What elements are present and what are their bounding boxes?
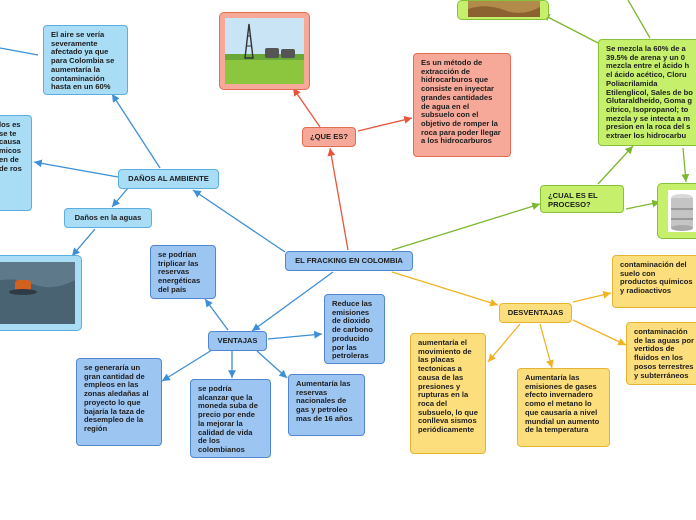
desventaja-gases-text: Aumentaría las emisiones de gases efecto… (525, 373, 600, 435)
link-desv-aguas (572, 319, 627, 346)
que-es-node[interactable]: ¿QUE ES? (302, 127, 356, 147)
desventaja-gases[interactable]: Aumentaría las emisiones de gases efecto… (517, 368, 610, 447)
ventaja-energeticas[interactable]: se podrían triplicar las reservas energé… (150, 245, 216, 299)
link-danos-aguas (111, 187, 129, 208)
barrel-image (657, 183, 696, 239)
oil-rig-icon (225, 18, 304, 84)
root-label: EL FRACKING EN COLOMBIA (295, 255, 403, 265)
link-root-proceso (391, 202, 541, 251)
ventajas-node[interactable]: VENTAJAS (208, 331, 267, 351)
ventaja-reservas-text: Aumentaría las reservas nacionales de ga… (296, 379, 353, 423)
link-text-topimage (541, 13, 601, 45)
danos-node[interactable]: DAÑOS AL AMBIENTE (118, 169, 219, 189)
sand-icon (468, 1, 540, 17)
link-desv-placas (487, 323, 521, 363)
ventaja-empleos[interactable]: se generaría un gran cantidad de empleos… (76, 358, 162, 446)
link-danos-left (33, 159, 119, 178)
ventaja-moneda[interactable]: se podría alcanzar que la moneda suba de… (190, 379, 271, 458)
ventaja-moneda-text: se podría alcanzar que la moneda suba de… (198, 384, 258, 454)
polluted-water-image (0, 255, 82, 331)
link-desv-gases (539, 323, 554, 369)
ventajas-label: VENTAJAS (217, 335, 258, 345)
danos-aguas-node[interactable]: Daños en la aguas (64, 208, 152, 228)
link-ventajas-reservas (256, 350, 288, 379)
link-proceso-text (597, 145, 634, 185)
ventaja-empleos-text: se generaría un gran cantidad de empleos… (84, 363, 149, 433)
desventajas-node[interactable]: DESVENTAJAS (499, 303, 572, 323)
desventajas-label: DESVENTAJAS (507, 307, 564, 317)
desventaja-suelo[interactable]: contaminación del suelo con productos qu… (612, 255, 696, 308)
que-es-label: ¿QUE ES? (310, 131, 348, 141)
root-node[interactable]: EL FRACKING EN COLOMBIA (285, 251, 413, 271)
chemical-barrel-icon (668, 190, 696, 232)
link-quees-text (357, 116, 413, 132)
proceso-text-node[interactable]: Se mezcla la 60% de a 39.5% de arena y u… (598, 39, 696, 146)
link-ventajas-empleos (161, 349, 213, 382)
link-text-barrel (681, 147, 690, 183)
oil-spill-icon (0, 262, 75, 324)
desventaja-aguas[interactable]: contaminación de las aguas por vertidos … (626, 322, 696, 385)
danos-aire-node[interactable]: El aire se vería severamente afectado ya… (43, 25, 128, 95)
danos-left-node[interactable]: los es se te causa micos en de de ros (0, 115, 32, 211)
ventaja-energeticas-text: se podrían triplicar las reservas energé… (158, 250, 201, 294)
que-es-text-node[interactable]: Es un método de extracción de hidrocarbu… (413, 53, 511, 157)
proceso-label: ¿CUAL ES EL PROCESO? (548, 191, 598, 209)
link-desv-suelo (572, 291, 612, 303)
desventaja-suelo-text: contaminación del suelo con productos qu… (620, 260, 693, 296)
link-ventajas-emisiones (267, 330, 323, 340)
ventaja-emisiones[interactable]: Reduce las emisiones de dioxido de carbo… (324, 294, 385, 364)
desventaja-aguas-text: contaminación de las aguas por vertidos … (634, 327, 694, 380)
desventaja-placas[interactable]: aumentaría el movimiento de las placas t… (410, 333, 486, 454)
link-danos-aire (111, 93, 161, 169)
ventaja-reservas[interactable]: Aumentaría las reservas nacionales de ga… (288, 374, 365, 436)
link-proceso-barrel (625, 199, 661, 210)
link-ventajas-energeticas (204, 298, 229, 331)
desventaja-placas-text: aumentaría el movimiento de las placas t… (418, 338, 478, 435)
link-root-quees (327, 147, 349, 251)
link-root-danos (192, 189, 286, 253)
link-root-ventajas (251, 271, 334, 332)
que-es-text: Es un método de extracción de hidrocarbu… (421, 58, 501, 146)
link-aguas-image (71, 228, 96, 257)
danos-aguas-label: Daños en la aguas (74, 212, 142, 222)
oil-rig-image (219, 12, 310, 90)
danos-left-text: los es se te causa micos en de de ros (0, 120, 22, 173)
link-left-top (0, 47, 39, 56)
sand-image (457, 0, 549, 20)
danos-label: DAÑOS AL AMBIENTE (128, 173, 209, 183)
proceso-node[interactable]: ¿CUAL ES EL PROCESO? (540, 185, 624, 213)
ventaja-emisiones-text: Reduce las emisiones de dioxido de carbo… (332, 299, 373, 361)
link-text-topright (627, 0, 651, 39)
link-root-desventajas (391, 271, 499, 307)
link-quees-image (292, 87, 321, 128)
proceso-text: Se mezcla la 60% de a 39.5% de arena y u… (606, 44, 693, 141)
danos-aire-text: El aire se vería severamente afectado ya… (51, 30, 115, 92)
